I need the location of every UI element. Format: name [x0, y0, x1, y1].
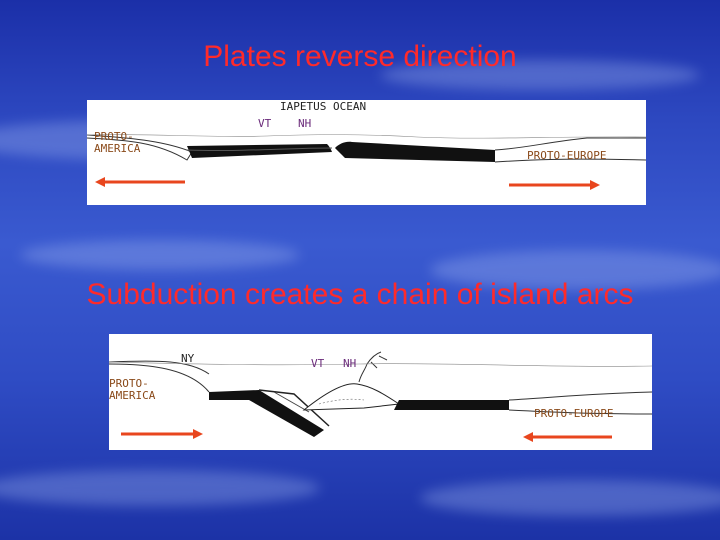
background-streak [420, 480, 720, 516]
oceanic-crust-left [187, 144, 332, 158]
oceanic-crust-right [335, 141, 495, 162]
diagram-bottom-panel: NY VT NH PROTO- AMERICA PROTO-EUROPE [109, 334, 652, 450]
diagram-bottom-drawing [109, 351, 652, 442]
subducting-slab [209, 390, 324, 437]
nh-label: NH [343, 357, 357, 370]
slide-title-bottom: Subduction creates a chain of island arc… [86, 278, 634, 311]
iapetus-ocean-label: IAPETUS OCEAN [280, 100, 367, 113]
volcano-plume [358, 351, 388, 383]
arrow-left [95, 177, 185, 187]
proto-america-coast [109, 360, 210, 393]
proto-europe-coast [508, 391, 652, 415]
arrow-right [509, 180, 600, 190]
proto-america-label: PROTO- AMERICA [94, 130, 141, 155]
proto-america-label: PROTO- AMERICA [109, 377, 156, 402]
background-streak [20, 240, 300, 270]
nh-label: NH [298, 117, 312, 130]
ny-label: NY [181, 352, 195, 365]
proto-europe-label: PROTO-EUROPE [527, 149, 607, 162]
diagram-top-drawing [87, 134, 646, 190]
vt-label: VT [311, 357, 325, 370]
diagram-top-panel: IAPETUS OCEAN VT NH PROTO- AMERICA PROTO… [87, 100, 646, 205]
proto-america-coast [87, 134, 193, 161]
oceanic-crust-right [394, 400, 509, 410]
arrow-right [121, 429, 203, 439]
proto-europe-label: PROTO-EUROPE [534, 407, 614, 420]
background-streak [0, 470, 320, 506]
island-arc [302, 383, 401, 411]
vt-label: VT [258, 117, 272, 130]
background-streak [430, 250, 720, 290]
arrow-left [523, 432, 612, 442]
proto-europe-coast [494, 137, 646, 163]
slide-title-top: Plates reverse direction [203, 40, 517, 73]
background-streak [380, 60, 700, 90]
